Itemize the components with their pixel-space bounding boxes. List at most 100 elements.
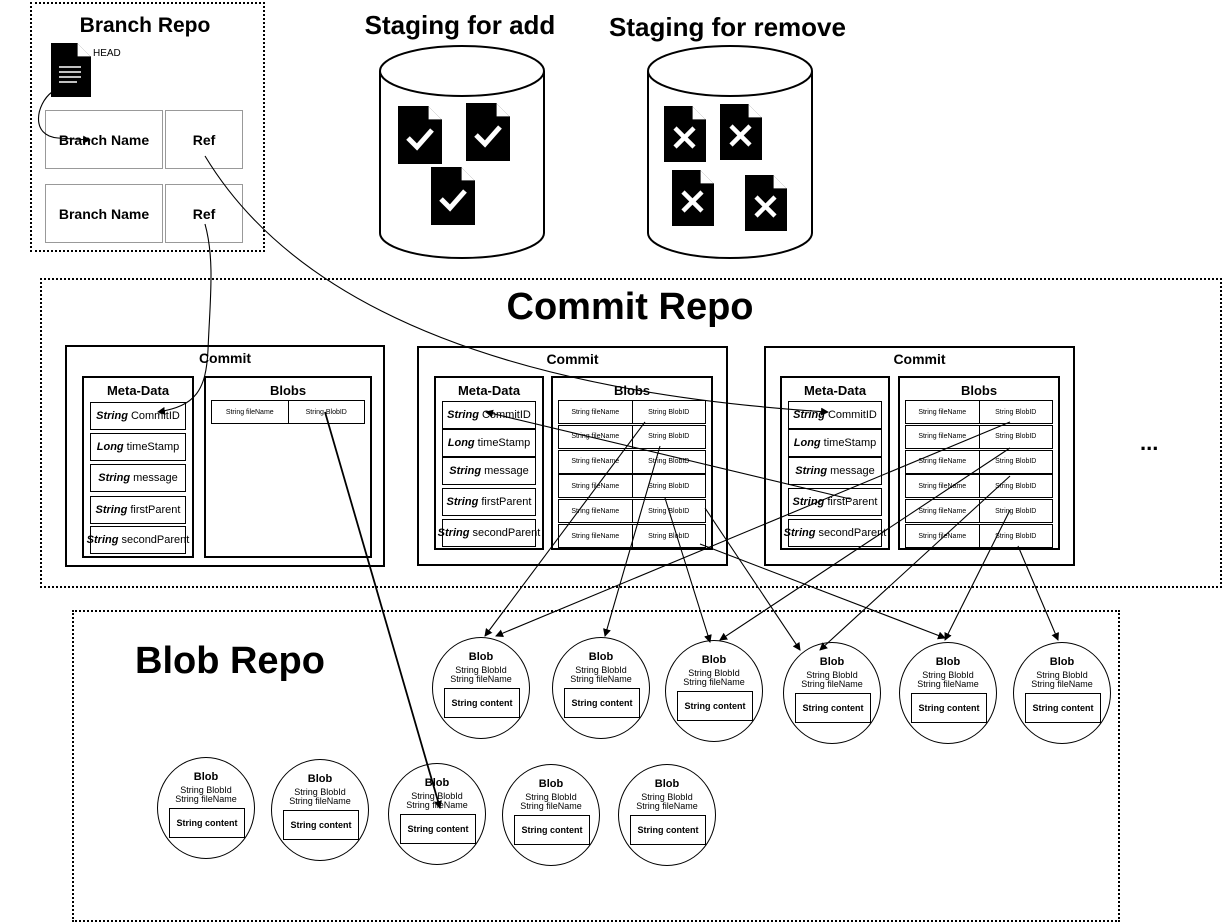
branch-ref-cell[interactable]: Ref (165, 110, 243, 169)
blob-entry-filename: String fileName (918, 458, 967, 466)
blob-entry-id: String BlobID (631, 401, 706, 423)
blob-title: Blob (701, 654, 727, 666)
blob-id-field: String BlobId (1036, 670, 1088, 680)
blob-entry-id: String BlobID (978, 401, 1053, 423)
branch-name-cell[interactable]: Branch Name (45, 110, 163, 169)
blob-entry-row[interactable]: String fileName String BlobID (211, 400, 365, 424)
blob-entry-row[interactable]: String fileName String BlobID (905, 424, 1053, 449)
blob-content-field: String content (444, 688, 520, 718)
blob-entry-filename: String fileName (918, 433, 967, 441)
file-x-icon (672, 170, 714, 231)
file-check-icon (466, 103, 510, 166)
more-commits-ellipsis: ... (1140, 430, 1159, 455)
blob-entry-id: String BlobID (978, 425, 1053, 448)
blob-entry-filename: String fileName (571, 433, 620, 441)
blob-entry-id: String BlobID (631, 500, 706, 523)
blob-entry-row[interactable]: String fileName String BlobID (558, 449, 706, 474)
blob-content-field: String content (630, 815, 706, 845)
file-check-icon (398, 106, 442, 169)
blob-entry-row[interactable]: String fileName String BlobID (558, 499, 706, 524)
meta-data-title: Meta-Data (106, 383, 170, 398)
blob-entry-id: String BlobID (978, 450, 1053, 473)
blob-entry-id: String BlobID (287, 401, 365, 423)
file-check-icon (431, 167, 475, 230)
blob-entry-id: String BlobID (978, 475, 1053, 498)
meta-data-title: Meta-Data (803, 383, 867, 398)
blob-title: Blob (424, 777, 450, 789)
blob-entry-filename: String fileName (571, 458, 620, 466)
branch-repo-title: Branch Repo (79, 14, 211, 37)
blob-title: Blob (588, 651, 614, 663)
branch-name-cell[interactable]: Branch Name (45, 184, 163, 243)
blob-id-field: String BlobId (641, 792, 693, 802)
blob-filename-field: String fileName (289, 796, 351, 806)
blob-entry-row[interactable]: String fileName String BlobID (905, 400, 1053, 424)
blob-id-field: String BlobId (180, 785, 232, 795)
blob-filename-field: String fileName (801, 679, 863, 689)
blob-filename-field: String fileName (570, 674, 632, 684)
blob-id-field: String BlobId (575, 665, 627, 675)
blob-entry-id: String BlobID (978, 525, 1053, 547)
blob-entry-row[interactable]: String fileName String BlobID (905, 449, 1053, 474)
blob-entry-id: String BlobID (631, 425, 706, 448)
blob-entry-filename: String fileName (571, 532, 620, 540)
blob-id-field: String BlobId (806, 670, 858, 680)
blob-filename-field: String fileName (406, 800, 468, 810)
blob-content-field: String content (169, 808, 245, 838)
blob-content-field: String content (677, 691, 753, 721)
blob-entry-filename: String fileName (918, 408, 967, 416)
blob-content-field: String content (283, 810, 359, 840)
head-file-icon (51, 43, 91, 97)
commit-title: Commit (198, 350, 252, 366)
blob-id-field: String BlobId (455, 665, 507, 675)
blob-entry-filename: String fileName (225, 408, 274, 416)
file-x-icon (745, 175, 787, 236)
blob-title: Blob (468, 651, 494, 663)
head-label: HEAD (93, 48, 121, 59)
blob-entry-filename: String fileName (571, 507, 620, 515)
blob-entry-id: String BlobID (631, 450, 706, 473)
blob-filename-field: String fileName (520, 801, 582, 811)
branch-ref-cell[interactable]: Ref (165, 184, 243, 243)
blob-entry-row[interactable]: String fileName String BlobID (558, 424, 706, 449)
blob-entry-id: String BlobID (978, 500, 1053, 523)
blob-title: Blob (935, 656, 961, 668)
blob-content-field: String content (400, 814, 476, 844)
